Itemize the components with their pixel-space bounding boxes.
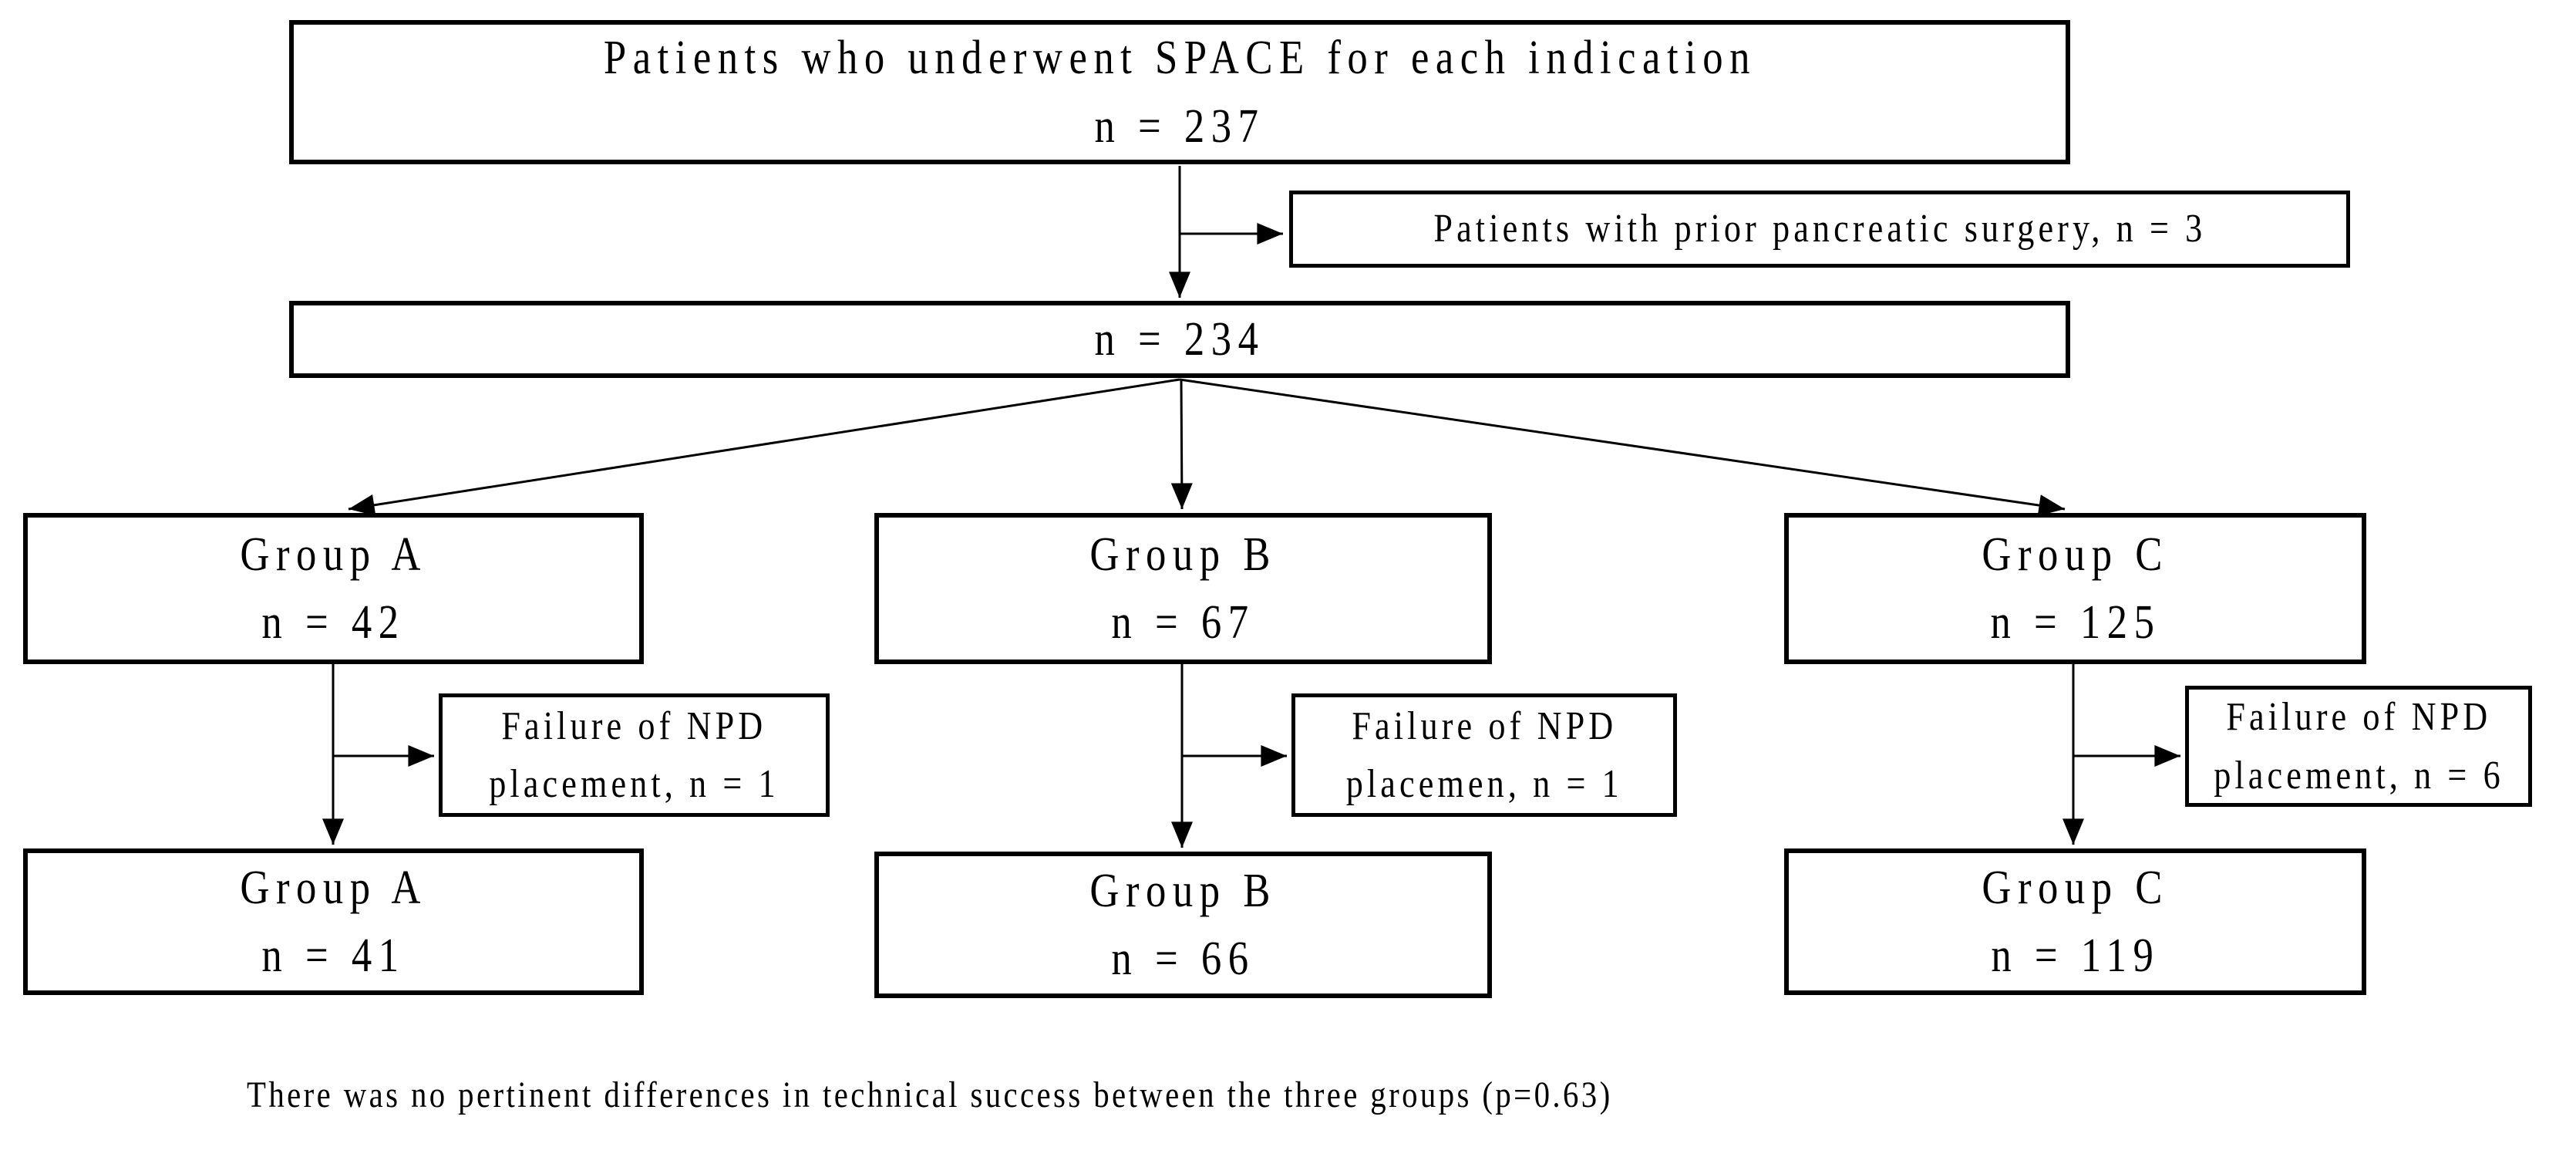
group-c-final-title: Group C [1982, 861, 2169, 914]
group-c-failure-line2: placement, n = 6 [2213, 753, 2504, 798]
group-b-count: n = 67 [1111, 596, 1255, 649]
prior-surgery-box: Patients with prior pancreatic surgery, … [1289, 191, 2350, 268]
group-b-failure-line1: Failure of NPD [1352, 703, 1617, 748]
group-a-count: n = 42 [261, 596, 406, 649]
group-b-failure-line2: placemen, n = 1 [1345, 762, 1623, 806]
group-c-failure-box: Failure of NPD placement, n = 6 [2185, 686, 2532, 807]
connector-eligible-to-group-c [1179, 378, 2066, 516]
group-c-count: n = 125 [1990, 596, 2160, 649]
connector-eligible-to-group-a [348, 378, 1180, 516]
group-a-final-title: Group A [240, 861, 427, 914]
group-a-failure-box: Failure of NPD placement, n = 1 [439, 693, 830, 817]
group-b-final-box: Group B n = 66 [874, 852, 1492, 998]
group-c-title: Group C [1982, 528, 2169, 581]
group-a-final-box: Group A n = 41 [23, 848, 644, 995]
group-c-final-box: Group C n = 119 [1784, 848, 2366, 995]
group-b-title: Group B [1089, 528, 1277, 581]
top-box-count: n = 237 [1094, 100, 1265, 153]
group-a-failure-line2: placement, n = 1 [489, 762, 780, 806]
group-a-failure-line1: Failure of NPD [501, 703, 767, 748]
footnote-text: There was no pertinent differences in te… [247, 1074, 1613, 1115]
eligible-box: n = 234 [289, 301, 2070, 378]
group-b-final-count: n = 66 [1111, 933, 1255, 985]
group-b-failure-box: Failure of NPD placemen, n = 1 [1291, 693, 1677, 817]
group-c-failure-line1: Failure of NPD [2226, 695, 2491, 740]
prior-surgery-label: Patients with prior pancreatic surgery, … [1433, 207, 2206, 251]
group-b-box: Group B n = 67 [874, 513, 1492, 664]
group-c-box: Group C n = 125 [1784, 513, 2366, 664]
top-box-title: Patients who underwent SPACE for each in… [603, 32, 1756, 85]
top-box: Patients who underwent SPACE for each in… [289, 20, 2070, 164]
group-a-final-count: n = 41 [261, 929, 406, 982]
group-b-final-title: Group B [1089, 864, 1277, 917]
connector-eligible-to-group-b [1170, 379, 1193, 510]
group-a-title: Group A [240, 528, 427, 581]
group-c-final-count: n = 119 [1990, 929, 2160, 982]
group-a-box: Group A n = 42 [23, 513, 644, 664]
eligible-count: n = 234 [1094, 312, 1265, 366]
